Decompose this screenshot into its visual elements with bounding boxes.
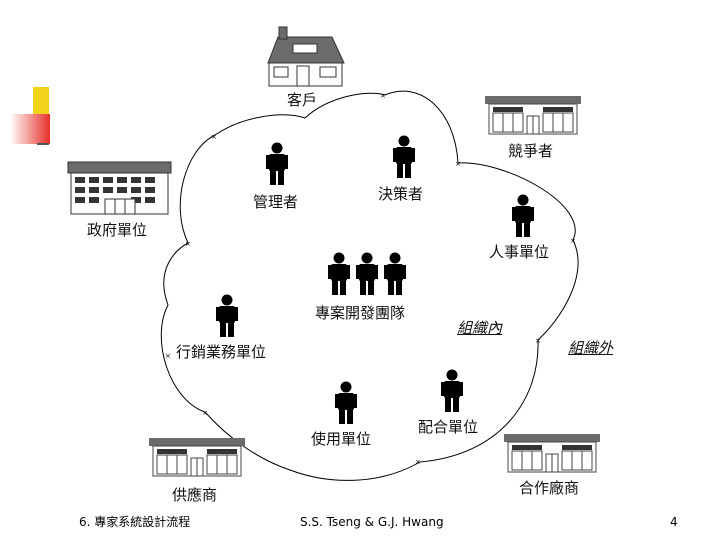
accent-dark-line [37, 143, 49, 145]
decision-maker-label: 決策者 [378, 185, 424, 203]
dev-team-label: 專案開發團隊 [315, 304, 406, 322]
partner-unit-person-icon [441, 369, 463, 412]
svg-text:×: × [165, 352, 171, 360]
competitor-shop-icon [484, 95, 582, 135]
svg-text:×: × [415, 458, 421, 466]
svg-text:×: × [185, 240, 191, 248]
footer-page-number: 4 [670, 515, 678, 529]
government-building-icon [67, 161, 172, 215]
supplier-label: 供應商 [172, 486, 218, 504]
outside-organization-label: 組織外 [568, 339, 614, 357]
hr-unit-person-icon [512, 194, 534, 237]
customer-house-icon [267, 26, 345, 87]
svg-text:×: × [202, 409, 208, 417]
supplier-shop-icon [148, 437, 246, 477]
customer-label: 客戶 [287, 91, 318, 109]
competitor-label: 競爭者 [508, 142, 554, 160]
government-label: 政府單位 [87, 221, 148, 239]
footer-authors: S.S. Tseng & G.J. Hwang [300, 515, 444, 529]
user-unit-label: 使用單位 [311, 430, 372, 448]
marketing-unit-label: 行銷業務單位 [176, 343, 267, 361]
dev-team-person-icon-2 [356, 252, 378, 295]
svg-text:×: × [535, 337, 541, 345]
footer-course-title: 6. 專家系統設計流程 [79, 515, 191, 529]
hr-unit-label: 人事單位 [489, 243, 550, 261]
svg-text:×: × [455, 160, 461, 168]
decision-maker-person-icon [393, 135, 415, 178]
svg-text:×: × [211, 133, 217, 141]
partner-vendor-label: 合作廠商 [519, 479, 580, 497]
user-unit-person-icon [335, 381, 357, 424]
accent-red-bar [10, 114, 50, 144]
marketing-person-icon [216, 294, 238, 337]
partner-unit-inside-label: 配合單位 [418, 418, 479, 436]
inside-organization-label: 組織內 [457, 319, 503, 337]
manager-label: 管理者 [253, 193, 299, 211]
partner-vendor-shop-icon [503, 433, 601, 473]
svg-text:×: × [570, 237, 576, 245]
manager-person-icon [266, 142, 288, 185]
dev-team-person-icon-1 [328, 252, 350, 295]
dev-team-person-icon-3 [384, 252, 406, 295]
svg-text:×: × [380, 92, 386, 100]
organization-boundary-cloud [160, 90, 579, 481]
